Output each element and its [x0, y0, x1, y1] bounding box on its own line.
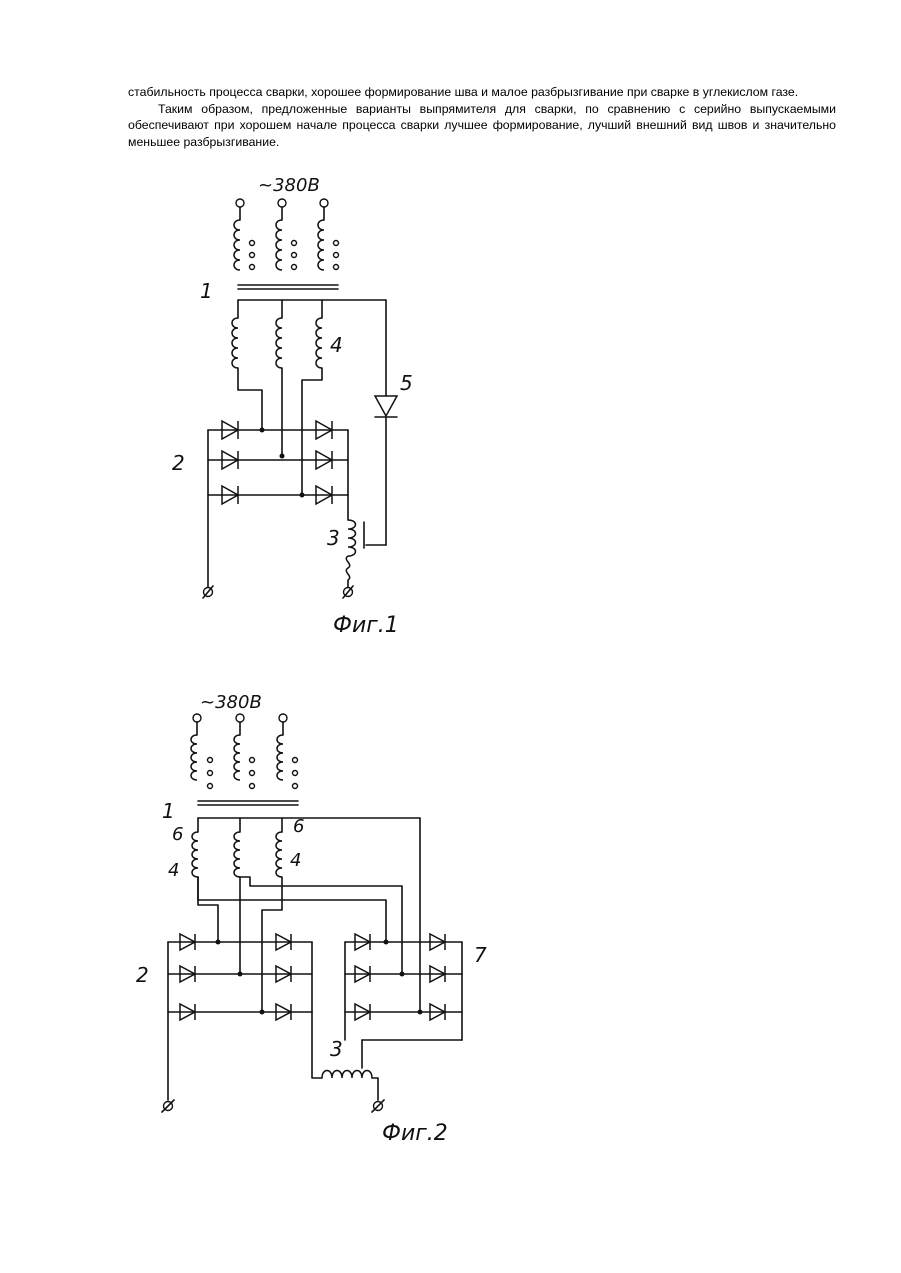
fig1-label-5: 5 [400, 371, 413, 395]
fig1-rectifier-bridge [208, 421, 348, 588]
fig2-label-4-right: 4 [290, 850, 301, 871]
fig1-label-4: 4 [330, 333, 343, 357]
fig2-voltage-label: ~380В [200, 692, 262, 713]
fig2-caption: Фиг.2 [382, 1121, 448, 1146]
fig1-diode-5 [366, 300, 397, 545]
fig2-label-4-left: 4 [168, 860, 179, 881]
fig1-choke-3 [346, 520, 364, 588]
figure-2-schematic: ~380В 1 6 6 4 4 [0, 660, 901, 1180]
fig2-label-6-left: 6 [172, 824, 183, 845]
fig2-label-1: 1 [162, 799, 175, 823]
fig1-label-2: 2 [172, 451, 185, 475]
fig2-label-6-right: 6 [293, 816, 304, 837]
fig1-secondary-windings [232, 300, 386, 495]
fig2-primary-windings [191, 714, 298, 789]
fig1-label-3: 3 [327, 526, 340, 550]
fig2-label-7: 7 [474, 943, 487, 967]
fig1-caption: Фиг.1 [333, 613, 399, 638]
fig2-label-3: 3 [330, 1037, 343, 1061]
fig1-primary-windings [234, 199, 339, 270]
fig2-label-2: 2 [136, 963, 149, 987]
fig1-label-1: 1 [200, 279, 213, 303]
figure-1-schematic: ~380В 1 4 5 [0, 0, 901, 660]
fig2-rectifier-bridge-7 [345, 934, 462, 1040]
fig1-voltage-label: ~380В [258, 175, 320, 196]
fig2-secondary-windings [192, 818, 420, 1012]
